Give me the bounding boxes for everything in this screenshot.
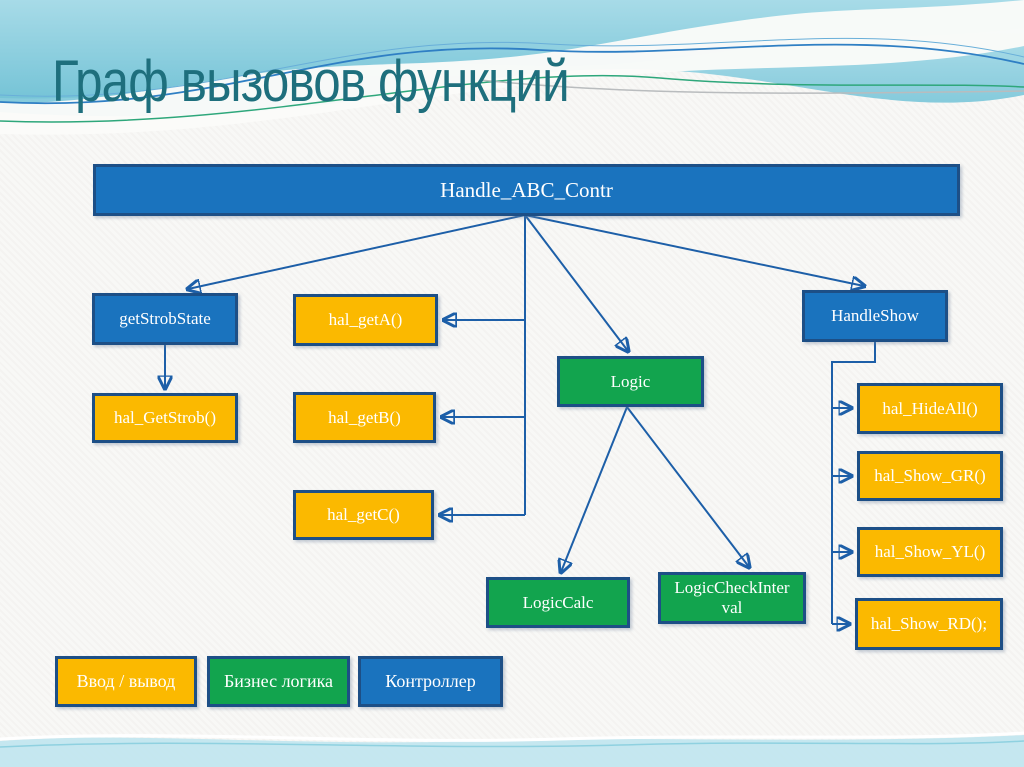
node-label: hal_Show_YL() xyxy=(874,542,986,562)
node-label: hal_Show_GR() xyxy=(874,466,986,486)
node-hal-show-gr: hal_Show_GR() xyxy=(857,451,1003,501)
node-hal-geta: hal_getA() xyxy=(293,294,438,346)
legend-label: Бизнес логика xyxy=(223,671,334,692)
node-handle-abc-contr: Handle_ABC_Contr xyxy=(93,164,960,216)
node-hal-show-rd: hal_Show_RD(); xyxy=(855,598,1003,650)
node-hal-getb: hal_getB() xyxy=(293,392,436,443)
legend-label: Ввод / вывод xyxy=(76,671,176,692)
node-hal-hideall: hal_HideAll() xyxy=(857,383,1003,434)
node-label: Handle_ABC_Contr xyxy=(440,177,613,202)
node-label: getStrobState xyxy=(119,309,211,329)
node-label: hal_getA() xyxy=(328,310,403,330)
node-handleshow: HandleShow xyxy=(802,290,948,342)
node-label: HandleShow xyxy=(831,306,919,326)
slide-title: Граф вызовов функций xyxy=(52,49,570,114)
node-label: LogicCalc xyxy=(522,592,594,612)
footer-wave-decoration xyxy=(0,731,1024,767)
node-label: hal_GetStrob() xyxy=(114,408,216,428)
node-logiccheckinterval: LogicCheckInterval xyxy=(658,572,806,624)
node-label: hal_Show_RD(); xyxy=(870,614,988,634)
node-getstrobstate: getStrobState xyxy=(92,293,238,345)
legend-item-controller: Контроллер xyxy=(358,656,503,707)
legend-label: Контроллер xyxy=(385,671,476,692)
node-label: Logic xyxy=(610,371,651,391)
node-logic: Logic xyxy=(557,356,704,407)
node-hal-getstrob: hal_GetStrob() xyxy=(92,393,238,443)
node-label: hal_HideAll() xyxy=(882,398,978,418)
node-label: hal_getC() xyxy=(327,505,400,525)
legend-item-io: Ввод / вывод xyxy=(55,656,197,707)
node-label: LogicCheckInterval xyxy=(674,578,790,617)
node-hal-show-yl: hal_Show_YL() xyxy=(857,527,1003,577)
node-logiccalc: LogicCalc xyxy=(486,577,630,628)
node-hal-getc: hal_getC() xyxy=(293,490,434,540)
node-label: hal_getB() xyxy=(328,407,401,427)
legend-item-business-logic: Бизнес логика xyxy=(207,656,350,707)
